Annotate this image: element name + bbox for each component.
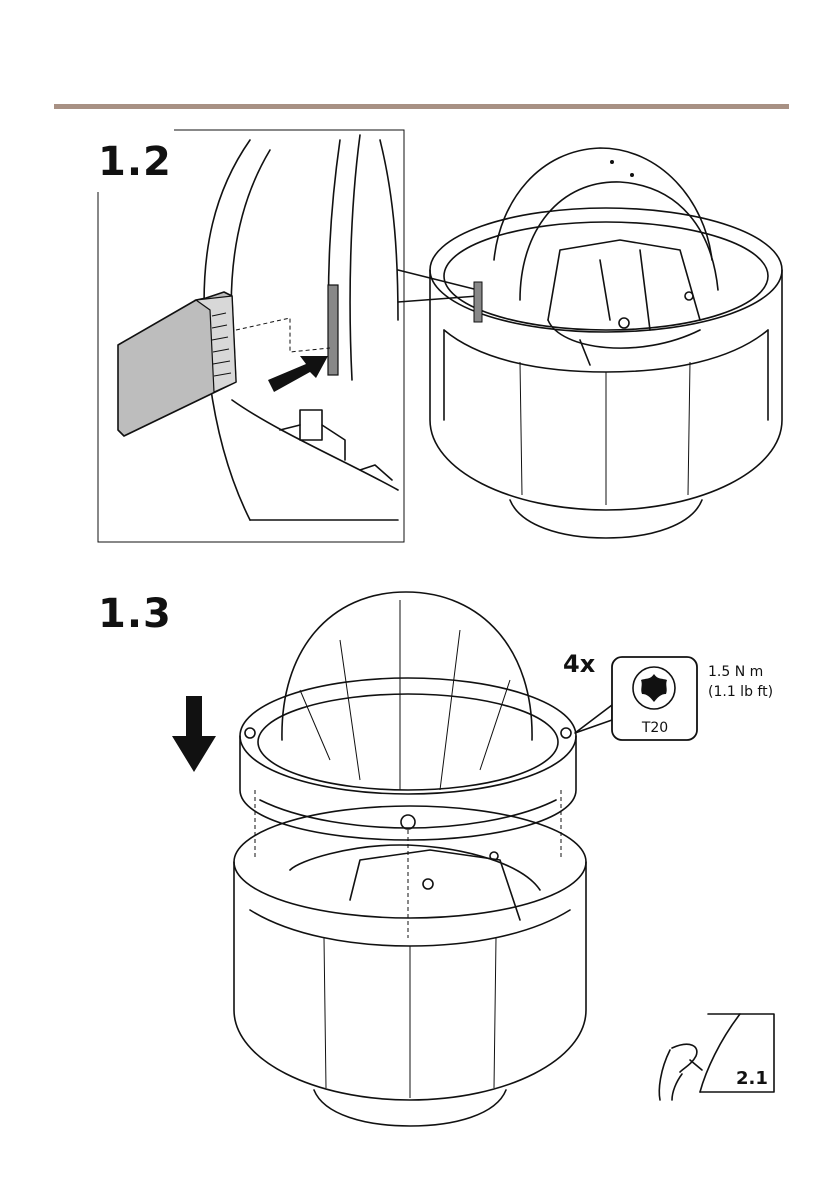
torque-metric: 1.5 N m xyxy=(708,662,773,682)
sd-card-detail-inset xyxy=(98,130,404,542)
fastener-quantity: 4x xyxy=(563,650,595,678)
dome-cover-assembly xyxy=(240,592,576,938)
torque-imperial: (1.1 lb ft) xyxy=(708,682,773,702)
sd-card-icon xyxy=(118,292,236,436)
camera-housing-closed xyxy=(234,806,586,1126)
down-arrow-icon xyxy=(172,696,216,772)
camera-housing-open xyxy=(430,148,782,538)
next-step-reference: 2.1 xyxy=(736,1068,768,1089)
push-arrow-icon xyxy=(268,356,328,392)
tool-size-label: T20 xyxy=(630,720,680,736)
torque-spec: 1.5 N m (1.1 lb ft) xyxy=(708,662,773,702)
